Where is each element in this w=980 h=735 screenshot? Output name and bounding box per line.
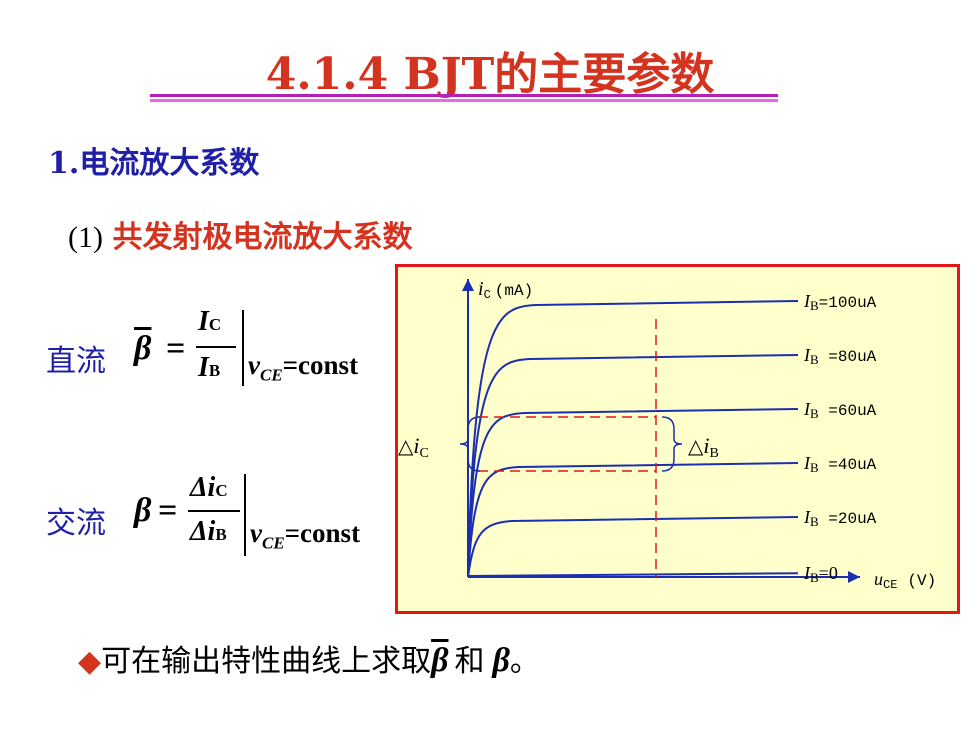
delta-ic-brace — [459, 416, 481, 472]
series-label-5: IB=0 — [803, 563, 838, 585]
formula-ac-condition: vCE=const — [250, 518, 361, 553]
formula-ac-equals: = — [158, 492, 178, 529]
y-axis-label: iC(mA) — [478, 278, 533, 302]
output-characteristics-chart: IB=100uA IB =80uA IB =60uA IB =40uA IB =20uA… — [395, 264, 960, 614]
curve-ib-2 — [467, 408, 799, 578]
formula-ac-denominator: ΔiB — [190, 516, 227, 547]
chart-canvas: IB=100uA IB =80uA IB =60uA IB =40uA IB =20uA… — [398, 278, 936, 592]
delta-ic-label: △iC — [398, 433, 429, 461]
bottom-beta: β — [492, 642, 510, 679]
curve-ib-1 — [467, 354, 799, 578]
formula-dc-evaluation-bar — [242, 310, 244, 386]
formula-dc-equals: = — [166, 330, 186, 367]
bottom-text-middle: 和 — [454, 644, 485, 679]
curve-ib-3 — [467, 462, 799, 578]
slide-title: 4.1.4 BJT的主要参数 — [265, 49, 715, 100]
bottom-beta-bar: β — [431, 642, 449, 679]
series-label-2: IB =60uA — [803, 399, 877, 421]
formula-dc-condition: vCE=const — [248, 350, 359, 385]
section-heading: 1.电流放大系数 — [48, 146, 260, 181]
delta-ib-label: △iB — [688, 433, 719, 461]
formula-ac-label: 交流 — [46, 506, 106, 541]
curve-ib-4 — [467, 516, 799, 578]
formula-dc-label: 直流 — [46, 344, 106, 379]
formula-ac-evaluation-bar — [244, 474, 246, 556]
formula-dc-denominator: IB — [198, 352, 221, 383]
curve-ib-0 — [467, 300, 799, 578]
title-underline-top — [150, 94, 778, 97]
formula-ac-numerator: ΔiC — [190, 472, 228, 503]
delta-ib-brace — [661, 416, 683, 472]
series-label-0: IB=100uA — [803, 291, 877, 313]
subsection-number: (1) — [68, 221, 103, 254]
formula-dc-beta-bar: β — [134, 330, 152, 367]
formula-ac-beta: β — [134, 492, 152, 529]
series-label-4: IB =20uA — [803, 507, 877, 529]
bottom-text-before: 可在输出特性曲线上求取 — [101, 644, 432, 679]
series-label-3: IB =40uA — [803, 453, 877, 475]
subsection-heading: (1) 共发射极电流放大系数 — [68, 212, 413, 256]
bottom-text-end: 。 — [509, 644, 540, 679]
diamond-bullet-icon: ◆ — [78, 644, 102, 679]
x-axis-label: uCE(V) — [874, 569, 936, 592]
formula-dc-numerator: IC — [198, 306, 222, 337]
curve-ib-5 — [467, 572, 799, 577]
series-label-1: IB =80uA — [803, 345, 877, 367]
title-underline-bottom — [150, 99, 778, 102]
subsection-text: 共发射极电流放大系数 — [112, 220, 413, 255]
formula-dc-fraction-line — [196, 346, 236, 348]
formula-ac-fraction-line — [188, 510, 240, 512]
